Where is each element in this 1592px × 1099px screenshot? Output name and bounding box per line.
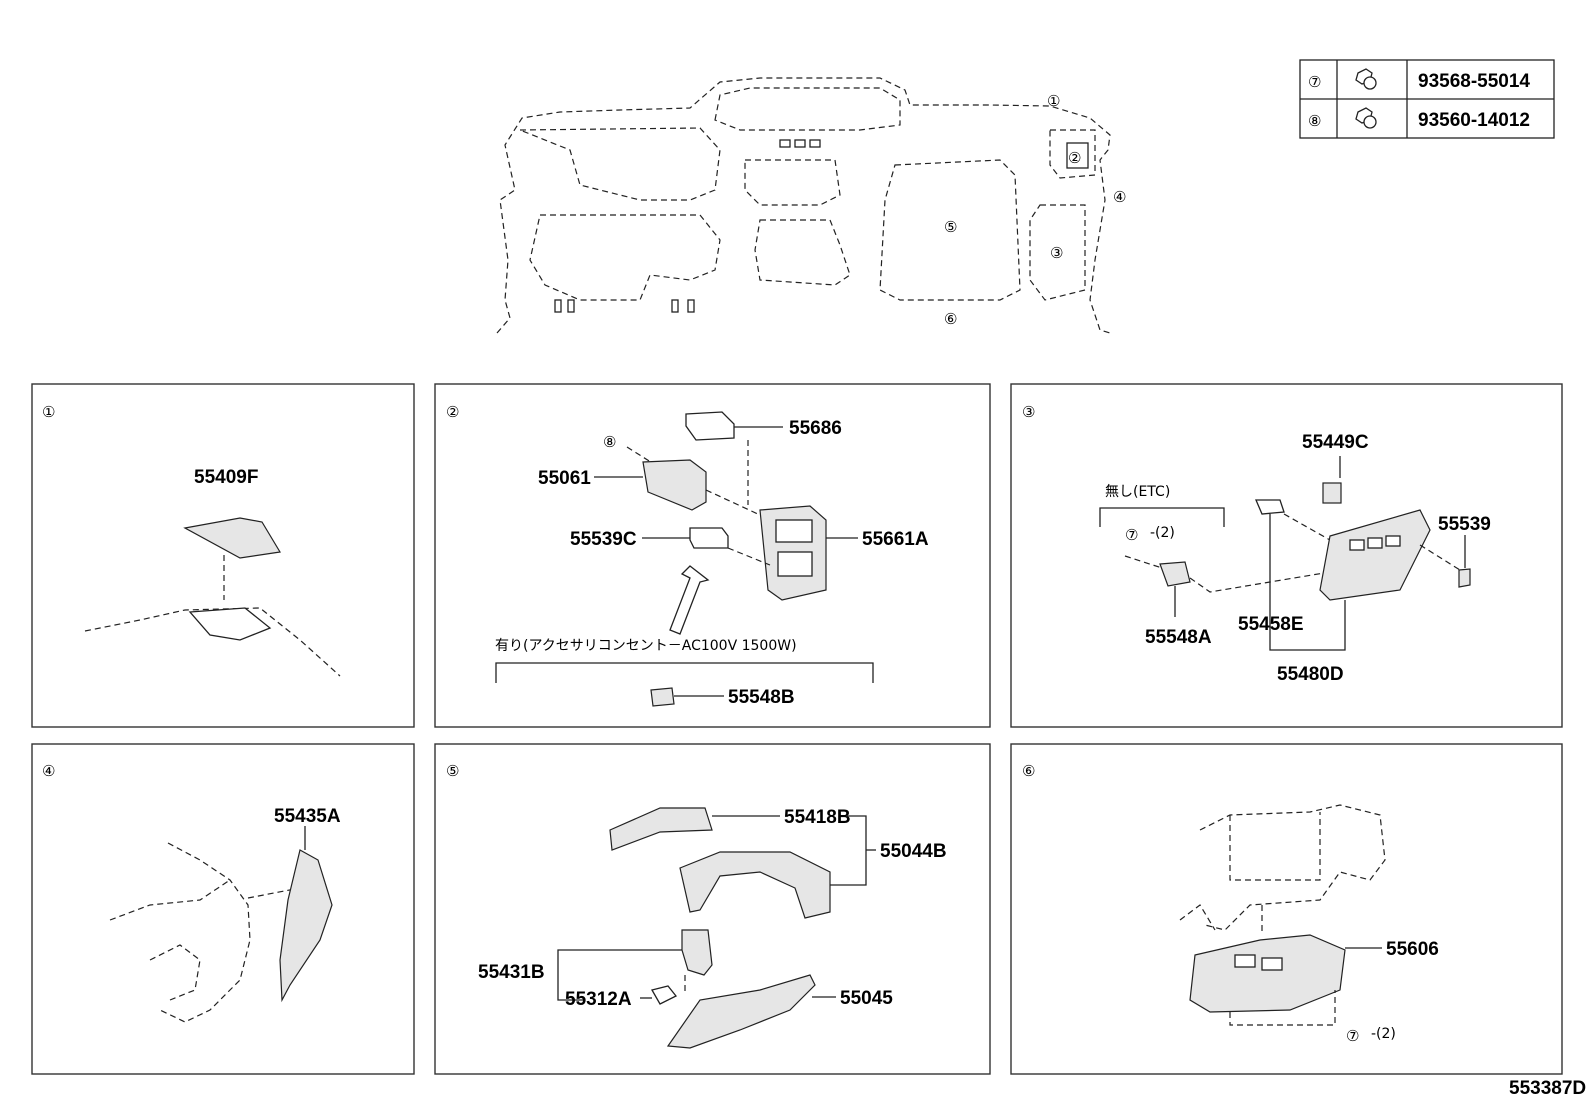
part-55548A-drawing: [1159, 561, 1191, 587]
panel-5-index: ⑤: [446, 762, 459, 780]
part-55045: 55045: [840, 988, 893, 1009]
part-55539: 55539: [1438, 514, 1491, 535]
part-55435A-drawing: [279, 849, 333, 1003]
part-55539-drawing: [1458, 568, 1471, 588]
part-55548B-drawing: [650, 687, 675, 707]
part-55312A-drawing: [651, 985, 678, 1005]
figure-id: 553387D: [1509, 1078, 1586, 1099]
panel-3-content: 無し(ETC) ⑦ -(2) 55548A 55449C 55458E 5548…: [1099, 432, 1491, 685]
panel-5-frame: [434, 743, 991, 1075]
overview-callout-5: ⑤: [944, 218, 957, 236]
part-55548B: 55548B: [728, 687, 795, 708]
panel-3-frame: [1010, 383, 1563, 728]
part-55686-drawing: [685, 411, 735, 441]
panel-3-note: 無し(ETC): [1105, 484, 1170, 500]
part-55312A: 55312A: [565, 989, 632, 1010]
part-55661A: 55661A: [862, 529, 929, 550]
panel-2-note: 有り(アクセサリコンセント－AC100V 1500W): [495, 638, 797, 654]
panel-3-index: ③: [1022, 403, 1035, 421]
overview-callout-3: ③: [1050, 244, 1063, 262]
part-55480D: 55480D: [1277, 664, 1344, 685]
panel-6-frame: [1010, 743, 1563, 1075]
panel-1-index: ①: [42, 403, 55, 421]
part-55418B-drawing: [609, 807, 713, 851]
part-55431B-drawing: [681, 929, 713, 976]
legend-ref-7: ⑦: [1308, 73, 1321, 91]
panel-1-frame: [31, 383, 415, 728]
part-55458E: 55458E: [1238, 614, 1304, 635]
part-55458E-drawing: [1255, 499, 1285, 515]
panel-4-frame: [31, 743, 415, 1075]
arrow-icon: [669, 565, 710, 635]
part-55061-drawing: [642, 459, 707, 511]
part-55539C-drawing: [689, 527, 729, 549]
part-55045-drawing: [666, 974, 816, 1049]
panel-1-content: 55409F: [84, 467, 341, 677]
part-55418B: 55418B: [784, 807, 851, 828]
part-55435A: 55435A: [274, 806, 341, 827]
overview-callout-6: ⑥: [944, 310, 957, 328]
panel-2-content: ⑧ 55686 55061 55661A 55539C 有り(アクセサリコンセン…: [495, 411, 929, 708]
part-55044B-drawing: [679, 851, 831, 919]
instrument-panel-overview: ① ② ④ ⑤ ③ ⑥: [496, 77, 1126, 334]
overview-callout-2: ②: [1068, 149, 1081, 167]
panel-6-content: 55606 ⑦ -(2): [1179, 804, 1439, 1045]
part-55539C: 55539C: [570, 529, 637, 550]
part-55449C-drawing: [1322, 482, 1342, 504]
fastener-ref-8: ⑧: [603, 433, 616, 451]
panel-2-frame: [434, 383, 991, 728]
panel-6-index: ⑥: [1022, 762, 1035, 780]
screw-icon: [1355, 68, 1377, 90]
part-55409F: 55409F: [194, 467, 258, 488]
part-55480D-drawing: [1319, 509, 1431, 601]
part-55606-drawing: [1189, 934, 1346, 1013]
part-55548A: 55548A: [1145, 627, 1212, 648]
fastener-ref-7-panel-6: ⑦: [1346, 1027, 1359, 1045]
fastener-ref-7-panel-3: ⑦: [1125, 526, 1138, 544]
part-55409F-drawing: [183, 517, 281, 559]
panel-4-content: 55435A: [109, 806, 341, 1023]
part-55606: 55606: [1386, 939, 1439, 960]
fastener-qty-panel-3: -(2): [1150, 525, 1175, 541]
legend-ref-8: ⑧: [1308, 112, 1321, 130]
overview-callout-4: ④: [1113, 188, 1126, 206]
part-55431B: 55431B: [478, 962, 545, 983]
panel-5-content: 55418B 55044B 55431B 55312A 55045: [478, 807, 947, 1049]
fastener-legend-table: ⑦ ⑧ 93568-55014 93560-14012: [1299, 59, 1555, 139]
panel-4-index: ④: [42, 762, 55, 780]
panel-2-index: ②: [446, 403, 459, 421]
legend-part-7: 93568-55014: [1418, 71, 1530, 92]
part-55044B: 55044B: [880, 841, 947, 862]
part-55449C: 55449C: [1302, 432, 1369, 453]
part-55061: 55061: [538, 468, 591, 489]
screw-icon: [1355, 107, 1377, 129]
fastener-qty-panel-6: -(2): [1371, 1026, 1396, 1042]
part-55686: 55686: [789, 418, 842, 439]
overview-callout-1: ①: [1047, 92, 1060, 110]
legend-part-8: 93560-14012: [1418, 110, 1530, 131]
